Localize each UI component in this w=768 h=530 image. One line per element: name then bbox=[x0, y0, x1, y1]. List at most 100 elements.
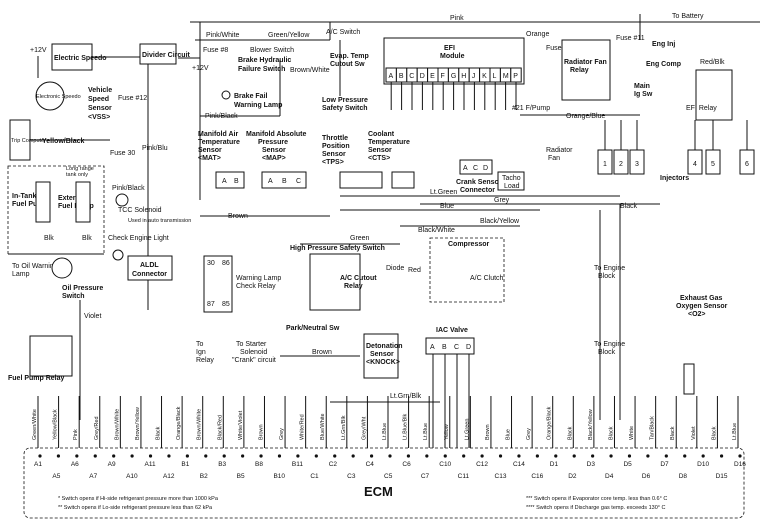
diode-label: Diode bbox=[386, 265, 404, 272]
ecm-pin-A12: A12 bbox=[163, 473, 175, 480]
red-label: Red bbox=[408, 267, 421, 274]
ecm-pin-dot bbox=[701, 454, 705, 458]
aldl-connector-box bbox=[127, 255, 173, 281]
efi-pin-label: F bbox=[441, 73, 445, 80]
exhaust-o2-2: Oxygen Sensor bbox=[676, 303, 728, 310]
mat-pin-b: B bbox=[234, 178, 239, 185]
ecm-pin-B5: B5 bbox=[237, 473, 245, 480]
long-range-1: Long range bbox=[66, 166, 94, 172]
detonation-sensor-box bbox=[363, 333, 399, 379]
ecm-pin-A9: A9 bbox=[108, 461, 116, 468]
ecm-pin-C10: C10 bbox=[439, 461, 451, 468]
ecm-wire-label: Black bbox=[567, 426, 573, 440]
to-engine-block-1: To Engine bbox=[594, 265, 625, 272]
ecm-pin-dot bbox=[277, 454, 282, 458]
iac-label: IAC Valve bbox=[436, 327, 468, 334]
ecm-wire-label: White bbox=[629, 426, 635, 440]
detonation-3: <KNOCK> bbox=[366, 359, 400, 366]
ecm-wire-label: Black bbox=[608, 426, 614, 440]
to-ign-relay-3: Relay bbox=[196, 357, 214, 364]
park-neutral-label: Park/Neutral Sw bbox=[286, 325, 340, 332]
ltgreen-label: Lt.Green bbox=[430, 189, 457, 196]
iac-pin-A: A bbox=[430, 344, 435, 351]
ecm-pin-dot bbox=[498, 454, 503, 458]
ecm-pin-dot bbox=[296, 454, 300, 458]
detonation-1: Detonation bbox=[366, 343, 403, 350]
ecm-pin-B1: B1 bbox=[181, 461, 189, 468]
ecm-pin-D1: D1 bbox=[550, 461, 559, 468]
ecm-pin-C1: C1 bbox=[310, 473, 319, 480]
crank-sensor-2: Connector bbox=[460, 187, 495, 194]
fuse30-label: Fuse 30 bbox=[110, 150, 135, 157]
ecm-note-4: **** Switch opens if Discharge gas temp.… bbox=[526, 505, 665, 511]
map-pin-b: B bbox=[282, 178, 287, 185]
ecm-pin-dot bbox=[627, 454, 632, 458]
injector-number: 6 bbox=[745, 161, 749, 168]
ecm-pin-group: A1A5A6A7A9A10A11A12B1B2B3B5B8B10B11C1C2C… bbox=[34, 454, 746, 480]
ecm-wire-label: Black bbox=[670, 426, 676, 440]
to-battery-label: To Battery bbox=[672, 13, 704, 20]
ecm-wire-label: Black/Yellow bbox=[588, 409, 594, 440]
brown-white-label: Brown/White bbox=[290, 67, 330, 74]
trip-computer-label: Trip Computer bbox=[11, 138, 46, 144]
to-starter-3: "Crank" circuit bbox=[232, 357, 276, 364]
ecm-pin-D6: D6 bbox=[642, 473, 651, 480]
tacho-load-2: Load bbox=[504, 183, 520, 190]
ecm-pin-C5: C5 bbox=[384, 473, 393, 480]
efi-pin-label: G bbox=[451, 73, 456, 80]
ecm-pin-dot bbox=[738, 454, 742, 458]
orange-label: Orange bbox=[526, 31, 549, 38]
ecm-pin-dot bbox=[609, 454, 613, 458]
fuse12-label: Fuse #12 bbox=[118, 95, 147, 102]
ecm-pin-D5: D5 bbox=[623, 461, 632, 468]
in-tank-pump-2: Fuel Pump bbox=[12, 201, 48, 208]
rad-fan-relay-1: Radiator Fan bbox=[564, 59, 607, 66]
brake-hydraulic-1: Brake Hydraulic bbox=[238, 57, 291, 64]
brake-hydraulic-2: Failure Switch bbox=[238, 66, 285, 73]
black-yellow-label: Black/Yellow bbox=[480, 218, 520, 225]
ecm-wire-label: Green/White bbox=[32, 409, 38, 440]
black-label: Black bbox=[620, 203, 638, 210]
tps-1: Throttle bbox=[322, 135, 348, 142]
ac-cutout-relay-box bbox=[309, 253, 361, 311]
pink-black-label: Pink/Black bbox=[112, 185, 145, 192]
to-engine-block2-2: Block bbox=[598, 349, 616, 356]
divider-circuit-label: Divider Circuit bbox=[142, 52, 191, 59]
ecm-wire-label: Grey bbox=[526, 428, 532, 440]
radiator-fan-1: Radiator bbox=[546, 147, 573, 154]
electronic-speedo-label: Electronic Speedo bbox=[36, 94, 81, 100]
ecm-pin-A6: A6 bbox=[71, 461, 79, 468]
cts-4: <CTS> bbox=[368, 155, 390, 162]
external-pump-1: External bbox=[58, 195, 86, 202]
ecm-pin-C3: C3 bbox=[347, 473, 356, 480]
warning-lamp-relay-1: Warning Lamp bbox=[236, 275, 281, 282]
ecm-wire-label: Lt.Blue bbox=[732, 423, 738, 440]
efi-pin-label: B bbox=[399, 73, 404, 80]
to-engine-block-2: Block bbox=[598, 273, 616, 280]
oil-pressure-2: Switch bbox=[62, 293, 85, 300]
iac-pin-B: B bbox=[442, 344, 447, 351]
cts-3: Sensor bbox=[368, 147, 392, 154]
ecm-pin-C13: C13 bbox=[495, 473, 507, 480]
tacho-load-box bbox=[497, 171, 525, 191]
ecm-pin-C6: C6 bbox=[402, 461, 411, 468]
mat-pin-a: A bbox=[222, 178, 227, 185]
main-ig-2: Ig Sw bbox=[634, 91, 653, 98]
ecm-pin-dot bbox=[56, 454, 61, 458]
ecm-pin-D16: D16 bbox=[734, 461, 746, 468]
ecm-pin-dot bbox=[185, 454, 189, 458]
ecm-wire-label: Yellow bbox=[444, 424, 450, 440]
green-label: Green bbox=[350, 235, 370, 242]
ecm-pin-dot bbox=[480, 454, 484, 458]
map-3: Sensor bbox=[262, 147, 286, 154]
to-oil-warning-1: To Oil Warning bbox=[12, 263, 58, 270]
injector-number: 1 bbox=[603, 161, 607, 168]
vss-line1: Vehicle bbox=[88, 87, 112, 94]
ecm-pin-D8: D8 bbox=[679, 473, 688, 480]
injector-number: 3 bbox=[635, 161, 639, 168]
ecm-pin-dot bbox=[222, 454, 226, 458]
long-range-2: tank only bbox=[66, 172, 88, 178]
rad-fan-relay-2: Relay bbox=[570, 67, 589, 74]
